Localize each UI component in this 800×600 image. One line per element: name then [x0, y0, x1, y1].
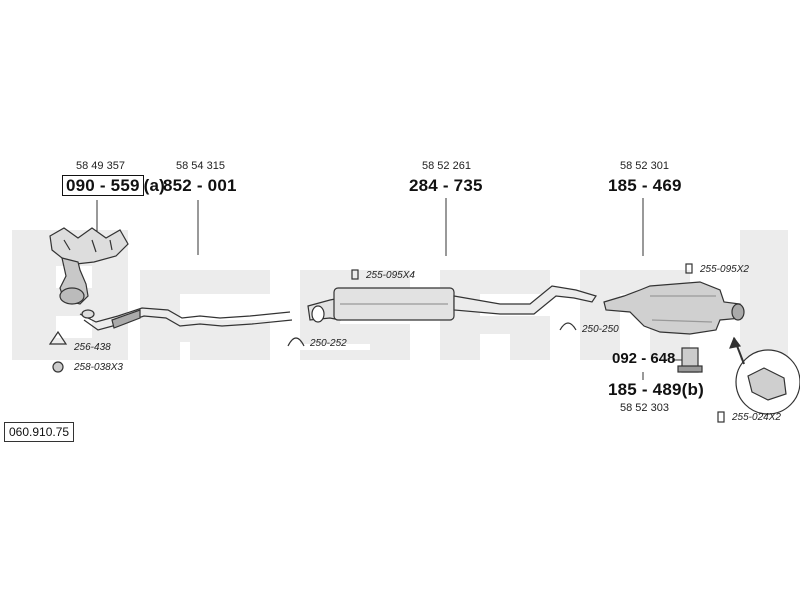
clamp-small-icon-3	[717, 411, 725, 423]
manifold-catalyst	[49, 227, 129, 305]
accessory-label-2: 258-038X3	[74, 362, 123, 373]
diagram-reference: 060.910.75	[4, 422, 75, 442]
clamp-icon-2	[559, 322, 577, 331]
accessory-label-4: 255-095X4	[366, 270, 415, 281]
accessory-label-6: 255-095X2	[700, 264, 749, 275]
part-oem-3: 58 52 261	[422, 160, 471, 172]
middle-silencer	[307, 285, 597, 323]
bolt-icon	[52, 361, 64, 373]
part-number-5: 092 - 648	[612, 350, 676, 367]
part-oem-6: 58 52 303	[620, 402, 669, 414]
part-oem-4: 58 52 301	[620, 160, 669, 172]
part-oem-1: 58 49 357	[76, 160, 125, 172]
gasket-icon	[48, 330, 68, 345]
clamp-small-icon-2	[685, 263, 693, 274]
rear-silencer	[603, 281, 745, 335]
accessory-label-1: 256-438	[74, 342, 111, 353]
part-number-2: 852 - 001	[163, 176, 237, 195]
leader-lines	[96, 198, 682, 380]
part-number-1-box: 090 - 559	[62, 175, 144, 196]
rubber-mount	[677, 347, 703, 373]
detail-zoom	[729, 336, 800, 415]
accessory-label-7: 255-024X2	[732, 412, 781, 423]
accessory-label-3: 250-252	[310, 338, 347, 349]
part-number-6: 185 - 489(b)	[608, 380, 704, 399]
accessory-label-5: 250-250	[582, 324, 619, 335]
part-oem-2: 58 54 315	[176, 160, 225, 172]
part-number-1-suffix: (a)	[143, 176, 166, 195]
front-pipe	[79, 307, 293, 331]
part-number-1: 090 - 559(a)	[62, 175, 166, 196]
part-number-3: 284 - 735	[409, 176, 483, 195]
clamp-icon	[287, 337, 305, 347]
part-number-4: 185 - 469	[608, 176, 682, 195]
accessory-icons	[48, 263, 725, 423]
clamp-small-icon	[351, 269, 359, 280]
